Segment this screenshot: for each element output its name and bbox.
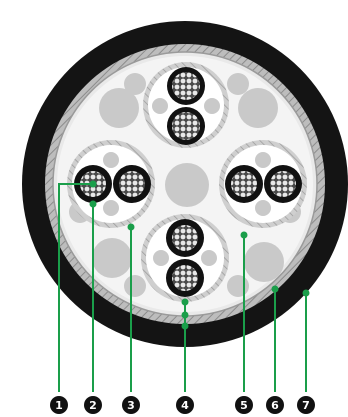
pair-filler [103,200,119,216]
callout-2: 2 [84,396,102,414]
conductor-strands [270,171,296,197]
filler [227,73,249,95]
callout-number: 5 [240,399,248,412]
conductor-strands [119,171,145,197]
leader-dot-4b [182,312,189,319]
conductor-strands [172,265,198,291]
callout-number: 1 [55,399,63,412]
filler [92,238,132,278]
filler [244,242,284,282]
callout-number: 2 [89,399,97,412]
callout-number: 3 [127,399,135,412]
pair-unit-top [143,62,229,148]
callout-5: 5 [235,396,253,414]
pair-filler [255,200,271,216]
callout-4: 4 [176,396,194,414]
conductor-strands [231,171,257,197]
pair-filler [152,98,168,114]
pair-filler [103,152,119,168]
pair-unit-bottom [141,214,229,302]
callout-3: 3 [122,396,140,414]
conductor-strands [172,112,200,140]
pair-filler [255,152,271,168]
filler [124,275,146,297]
filler [124,73,146,95]
leader-dot-4a [182,299,189,306]
conductor-strands [172,225,198,251]
leader-dot-7 [303,290,310,297]
callout-6: 6 [266,396,284,414]
pair-filler [204,98,220,114]
pair-filler [153,250,169,266]
pair-unit-right [219,140,307,228]
leader-dot-1 [90,181,97,188]
callout-number: 7 [302,399,310,412]
leader-dot-3 [128,224,135,231]
callout-7: 7 [297,396,315,414]
callout-number: 6 [271,399,279,412]
leader-dot-2 [90,201,97,208]
pair-filler [201,250,217,266]
leader-dot-5 [241,232,248,239]
filler [238,88,278,128]
filler [227,275,249,297]
center-filler [165,163,209,207]
conductor-strands [172,72,200,100]
callout-1: 1 [50,396,68,414]
leader-dot-4c [182,323,189,330]
leader-dot-6 [272,286,279,293]
callout-number: 4 [181,399,189,412]
